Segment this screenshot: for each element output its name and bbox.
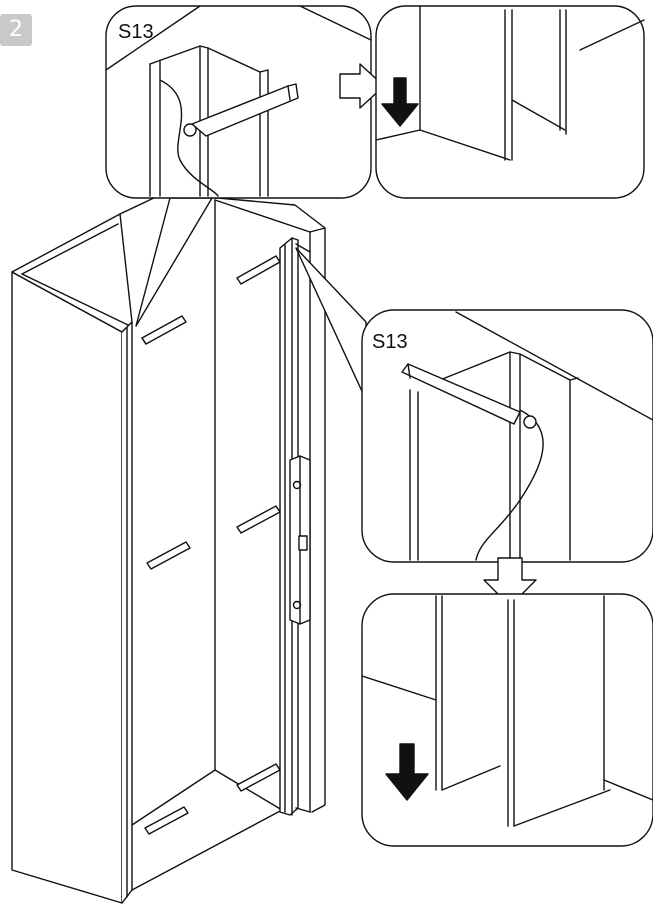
dowel-pins [141,255,281,835]
dowel-pin [141,315,187,345]
callout-top-left: S13 [105,5,372,327]
cabinet-body [11,195,326,904]
callout-bottom-right [361,593,653,847]
step-number-badge: 2 [0,14,32,46]
callout-label-s13: S13 [372,331,408,353]
hinge-plate [289,455,311,625]
dowel-pin [236,763,281,792]
down-arrow-icon [381,77,419,127]
down-arrow-icon [385,743,429,801]
dowel-pin [146,541,191,570]
dowel-pin [236,255,281,285]
dowel-pin [144,806,189,835]
hinge-rail [279,237,311,816]
right-arrow-icon [339,63,385,109]
pencil-icon [183,83,299,137]
callout-label-s13: S13 [118,21,154,43]
pencil-icon [401,363,537,429]
callout-middle-right: S13 [295,247,653,563]
callout-top-right [375,5,645,199]
dowel-pin [236,505,281,534]
down-arrow-icon [483,557,537,607]
